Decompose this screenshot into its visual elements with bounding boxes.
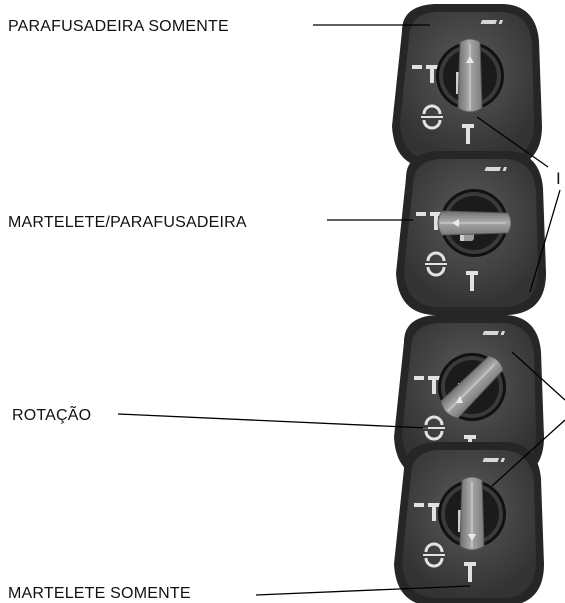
callout-line-rotation-lever: [511, 351, 565, 401]
label-hammer-screwdriver: MARTELETE/PARAFUSADEIRA: [8, 214, 247, 231]
selector-unit-screwdriver-only: [390, 2, 544, 170]
label-rotation: ROTAÇÃO: [12, 404, 91, 424]
selector-unit-hammer-screwdriver: [394, 149, 548, 317]
callout-line-middle: [529, 189, 561, 293]
callout-line-top: [476, 116, 549, 168]
label-hammer-only: MARTELETE SOMENTE: [8, 585, 191, 602]
selector-unit-rotation: [392, 313, 546, 481]
selector-unit-hammer-only: [392, 440, 546, 603]
callout-line-hammer-lever: [491, 419, 565, 487]
label-screwdriver-only: PARAFUSADEIRA SOMENTE: [8, 18, 229, 35]
leader-line-hammer-only: [255, 585, 471, 596]
callout-label-i: I: [556, 169, 561, 188]
leader-line-rotation: [117, 413, 429, 429]
